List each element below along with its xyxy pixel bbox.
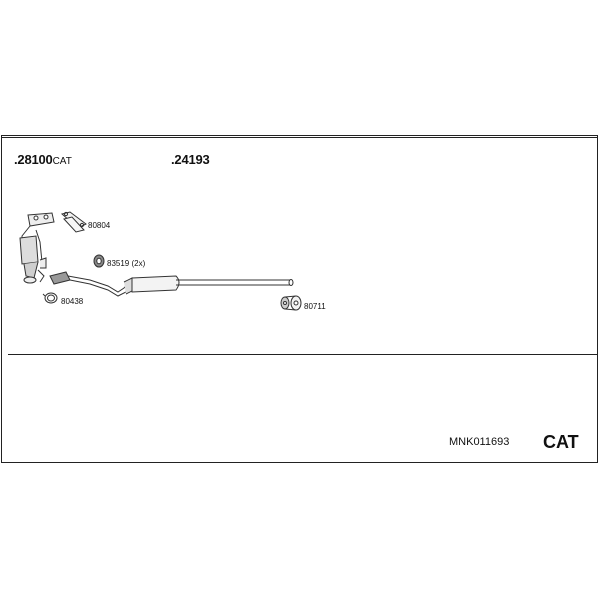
ring-83519-drawing (93, 254, 105, 268)
catalyst-type-label: CAT (543, 432, 579, 452)
pipe-silencer-drawing (49, 271, 294, 297)
part-label-80711: 80711 (304, 302, 326, 311)
group-header-28100: .28100CAT (14, 152, 72, 167)
diagram-frame (1, 135, 598, 463)
model-code: MNK011693 (449, 436, 510, 448)
group-header-24193: .24193 (171, 152, 210, 167)
hanger-80711-drawing (280, 295, 302, 311)
group-suffix: CAT (52, 156, 72, 167)
clamp-80438-drawing (42, 292, 58, 304)
part-label-80804: 80804 (88, 221, 111, 230)
catalytic-converter-drawing (19, 212, 55, 284)
section-divider (8, 354, 598, 355)
gasket-80804-drawing (60, 211, 87, 233)
part-label-83519: 83519 (2x) (107, 259, 146, 268)
part-label-80438: 80438 (61, 297, 84, 306)
frame-top-double-line (1, 137, 598, 138)
group-number: 24193 (174, 152, 210, 167)
group-number: 28100 (17, 152, 53, 167)
